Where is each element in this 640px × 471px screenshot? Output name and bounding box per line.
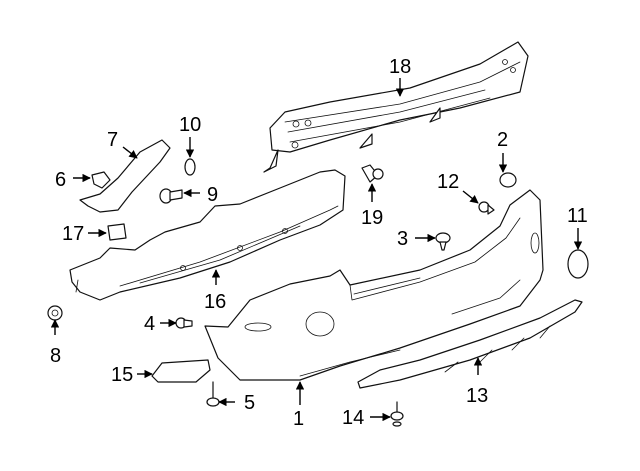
bumper-cover-part[interactable] [204,189,544,381]
push-retainer-9-part[interactable] [159,188,183,204]
push-pin-retainer-part[interactable] [435,232,451,251]
callout-3[interactable]: 3 [397,228,408,250]
push-retainer-12-part[interactable] [478,201,495,215]
callout-5[interactable]: 5 [244,392,255,414]
callout-12[interactable]: 12 [437,171,459,193]
callout-11[interactable]: 11 [567,205,588,227]
impact-bar-part[interactable] [263,41,529,173]
energy-absorber-part[interactable] [69,169,346,301]
callout-17[interactable]: 17 [62,223,84,245]
side-bracket-part[interactable] [79,139,171,213]
callout-8[interactable]: 8 [50,345,61,367]
tow-hook-cap-part[interactable] [567,249,589,279]
callout-18[interactable]: 18 [389,56,411,78]
clip-part[interactable] [91,171,111,189]
callout-2[interactable]: 2 [497,129,508,151]
callout-13[interactable]: 13 [466,385,488,407]
push-retainer-4-part[interactable] [175,317,193,329]
callout-1[interactable]: 1 [293,408,304,430]
washer-part[interactable] [184,158,196,176]
callout-6[interactable]: 6 [55,169,66,191]
leader-lines [50,78,583,422]
callout-14[interactable]: 14 [342,407,364,429]
clip-nut-part[interactable] [107,223,127,241]
push-retainer-19-part[interactable] [361,164,384,183]
callout-16[interactable]: 16 [204,291,226,313]
tow-eye-cover-part[interactable] [151,359,211,383]
callout-9[interactable]: 9 [207,184,218,206]
callout-19[interactable]: 19 [361,207,383,229]
callout-7[interactable]: 7 [107,129,118,151]
plug-part[interactable] [499,172,517,188]
screw-5-part[interactable] [206,381,220,407]
screw-14-part[interactable] [390,401,404,427]
callout-10[interactable]: 10 [179,114,201,136]
nut-part[interactable] [47,305,63,321]
callout-15[interactable]: 15 [111,364,133,386]
callout-4[interactable]: 4 [144,313,155,335]
lower-valance-part[interactable] [357,299,583,389]
